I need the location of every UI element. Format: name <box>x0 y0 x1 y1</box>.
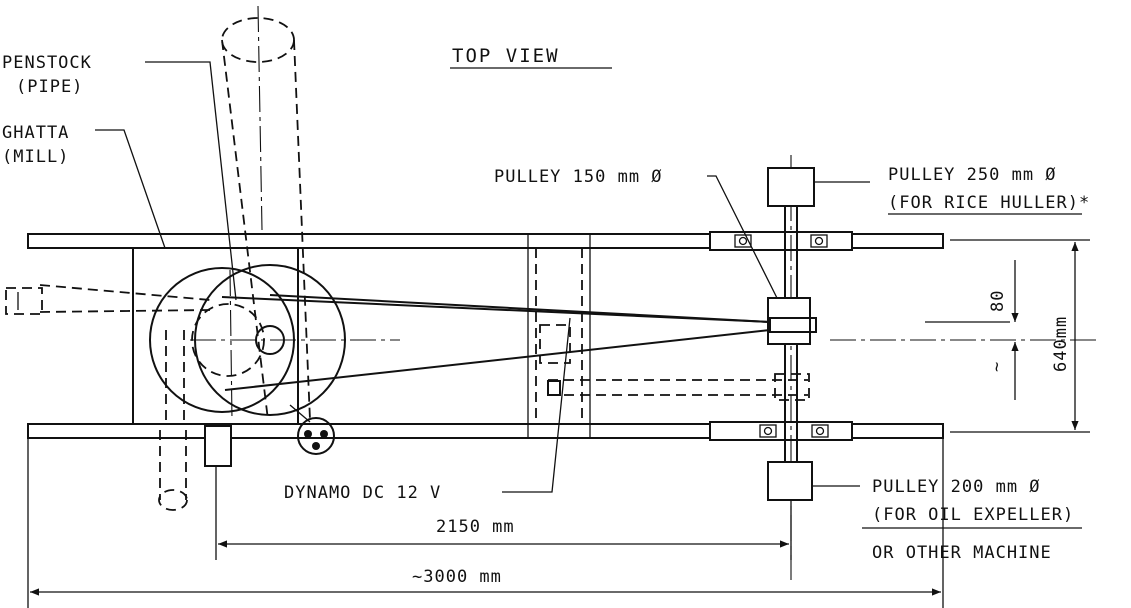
dynamo <box>289 404 335 455</box>
bearing-bottom <box>709 421 853 441</box>
lower-dashed-post <box>158 430 188 511</box>
leader-pulley-150 <box>707 175 778 299</box>
dim-640-label: 640mm <box>1051 316 1071 372</box>
pulley-250-sublabel: (FOR RICE HULLER)* <box>888 193 1090 213</box>
dim-2150-label: 2150 mm <box>436 517 515 537</box>
penstock-sublabel: (PIPE) <box>16 77 83 97</box>
penstock-pipe <box>221 5 311 421</box>
pulley-150 <box>767 297 811 345</box>
ghatta-mill <box>149 264 400 421</box>
leader-ghatta <box>95 129 166 249</box>
mill-shaft-dashed <box>5 284 211 315</box>
pulley-150-label: PULLEY 150 mm Ø <box>494 167 663 187</box>
ghatta-label: GHATTA <box>2 123 69 143</box>
pulley-200 <box>767 461 813 501</box>
penstock-label: PENSTOCK <box>2 53 92 73</box>
leader-penstock <box>145 61 237 301</box>
pulley-250 <box>767 167 815 207</box>
bearing-top <box>709 231 853 251</box>
pulley-250-label: PULLEY 250 mm Ø <box>888 165 1057 185</box>
ghatta-sublabel: (MILL) <box>2 147 69 167</box>
dim-80-label: 80 <box>988 290 1008 312</box>
other-machine-label: OR OTHER MACHINE <box>872 543 1052 563</box>
frame-bottom-beam <box>27 423 944 439</box>
view-title: TOP VIEW <box>452 45 560 67</box>
dynamo-label: DYNAMO DC 12 V <box>284 483 441 503</box>
pulley-200-sublabel: (FOR OIL EXPELLER) <box>872 505 1074 525</box>
drive-belt <box>221 294 771 391</box>
bottom-bracket <box>204 425 232 467</box>
pulley-200-label: PULLEY 200 mm Ø <box>872 477 1041 497</box>
dashed-machine-link <box>539 324 810 401</box>
dim-approx-symbol: ~ <box>987 361 1007 372</box>
dim-3000-label: ~3000 mm <box>412 567 502 587</box>
leader-dynamo <box>502 317 571 493</box>
frame-top-beam <box>27 233 944 249</box>
